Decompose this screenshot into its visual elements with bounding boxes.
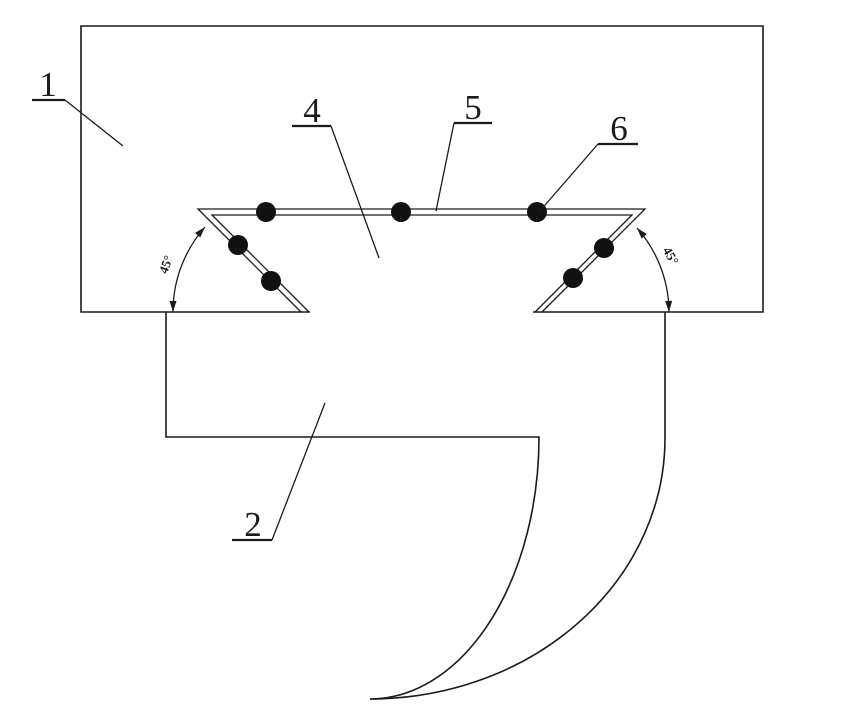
callout-6: 6 (538, 109, 638, 213)
fastener-dot-right-diagonal-lower (563, 268, 583, 288)
angle-arc-right (636, 227, 670, 313)
callout-1-label: 1 (39, 65, 57, 104)
arrowhead-icon (195, 227, 205, 238)
callout-5-label: 5 (464, 88, 482, 127)
angle-annotation-left: 45° (156, 226, 206, 313)
callout-6-leader (538, 143, 599, 213)
callout-5-leader (435, 122, 455, 212)
callout-4: 4 (292, 91, 380, 259)
callout-2: 2 (232, 402, 326, 544)
liner-plate-inner-line (210, 214, 634, 313)
callout-1-leader (64, 99, 124, 147)
callout-2-leader (271, 402, 326, 541)
fastener-dot-top-right (527, 202, 547, 222)
fastener-dot-left-diagonal-lower (261, 271, 281, 291)
hook-body-outer-edge (369, 312, 666, 700)
callout-4-label: 4 (303, 91, 321, 130)
fastener-dot-left-diagonal-upper (228, 235, 248, 255)
callout-6-label: 6 (610, 109, 628, 148)
fastener-dots (228, 202, 614, 291)
callout-4-leader (330, 125, 380, 259)
callout-5: 5 (435, 88, 492, 212)
callout-1: 1 (32, 65, 124, 147)
angle-label-left: 45° (156, 253, 176, 275)
liner-plate-outer-line (196, 208, 647, 313)
housing-outline (80, 25, 764, 313)
angle-arc-left (172, 226, 206, 313)
arrowhead-icon (169, 301, 177, 312)
fastener-dot-right-diagonal-upper (594, 238, 614, 258)
angle-label-right: 45° (660, 244, 682, 267)
fastener-dot-top-middle (391, 202, 411, 222)
hook-body-inner-edge (165, 312, 540, 700)
fastener-dot-top-left (256, 202, 276, 222)
angle-annotation-right: 45° (636, 227, 682, 313)
arrowhead-icon (665, 300, 673, 312)
arrowhead-icon (637, 228, 647, 239)
callout-2-label: 2 (244, 505, 262, 544)
